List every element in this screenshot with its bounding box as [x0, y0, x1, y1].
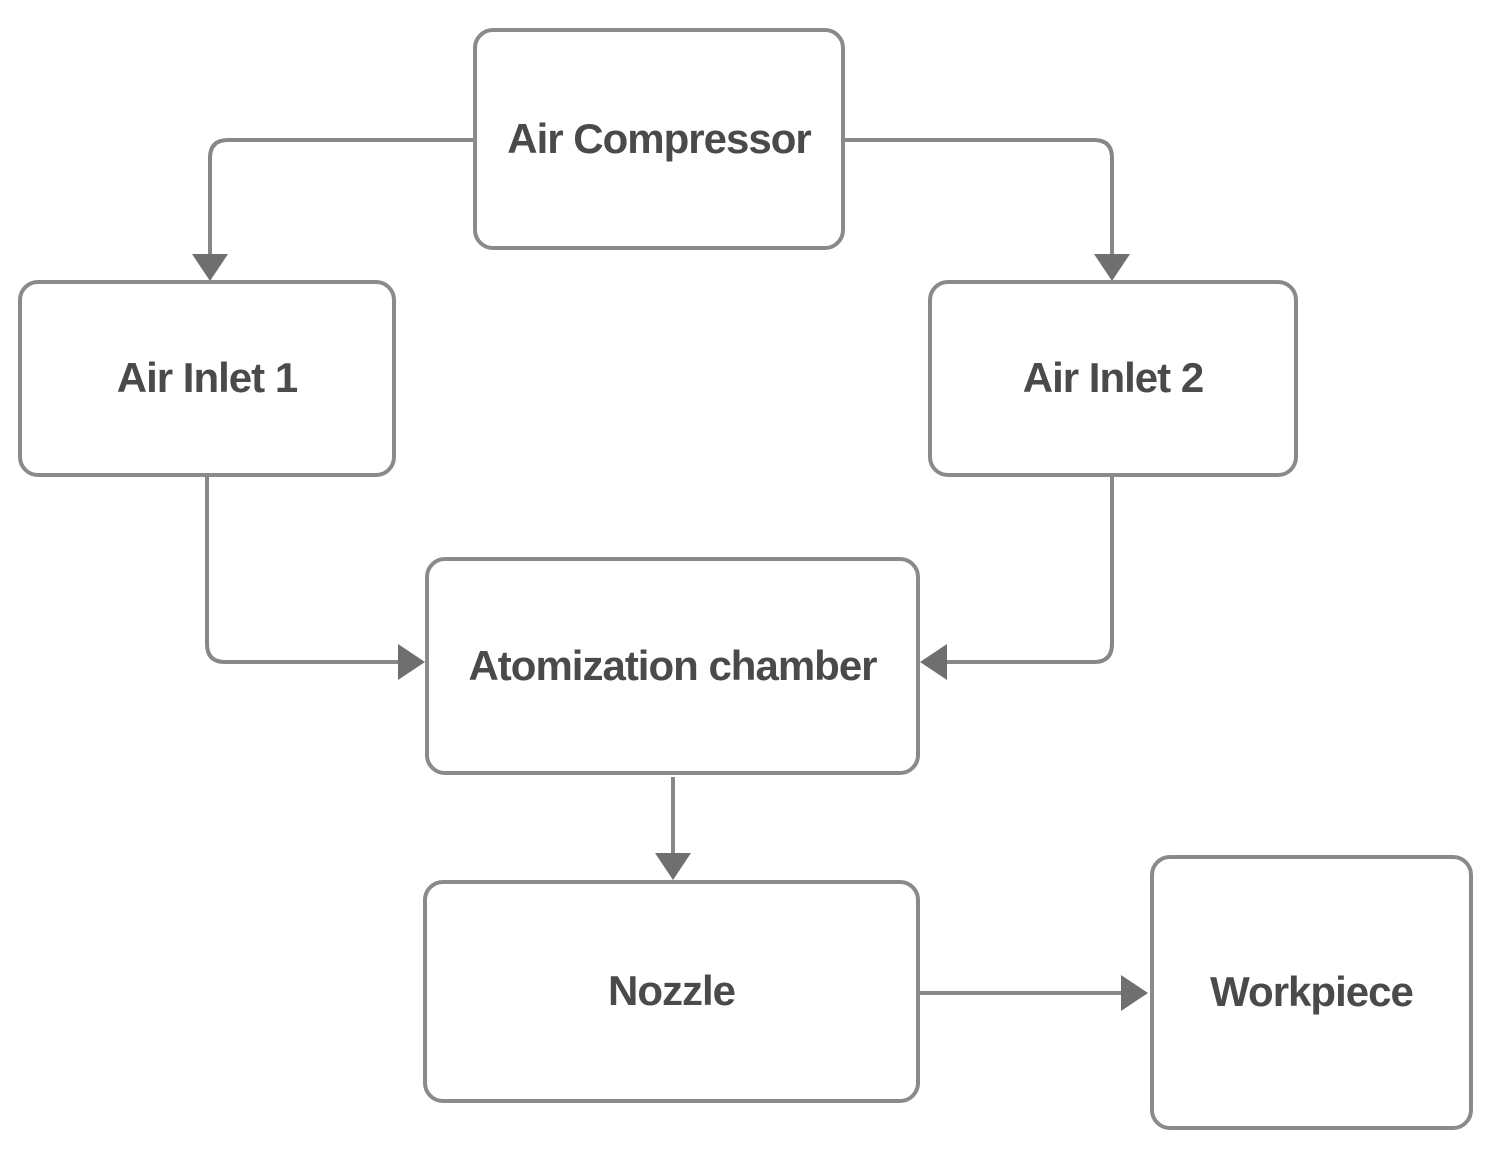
node-label: Nozzle [607, 967, 736, 1015]
node-nozzle: Nozzle [423, 880, 920, 1103]
arrowhead-down-icon [192, 254, 228, 281]
node-label: Workpiece [1210, 968, 1414, 1016]
node-label: Air Inlet 1 [116, 354, 298, 402]
node-air-inlet-1: Air Inlet 1 [18, 280, 396, 477]
node-label: Air Compressor [507, 114, 811, 162]
edge-line [208, 138, 473, 256]
edge-line [845, 138, 1114, 256]
edge-air-compressor-to-air-inlet-1 [192, 138, 473, 281]
node-air-compressor: Air Compressor [473, 28, 845, 250]
edge-line [205, 477, 400, 664]
edge-air-inlet-2-to-atomization-chamber [920, 477, 1114, 680]
edge-line [945, 477, 1114, 664]
arrowhead-right-icon [1121, 975, 1148, 1011]
node-air-inlet-2: Air Inlet 2 [928, 280, 1298, 477]
arrowhead-down-icon [1094, 254, 1130, 281]
arrowhead-left-icon [920, 644, 947, 680]
edge-nozzle-to-workpiece [920, 975, 1148, 1011]
node-label: Atomization chamber [468, 641, 877, 689]
edge-atomization-chamber-to-nozzle [655, 777, 691, 880]
node-workpiece: Workpiece [1150, 855, 1473, 1130]
node-atomization-chamber: Atomization chamber [425, 557, 920, 775]
arrowhead-down-icon [655, 853, 691, 880]
edge-air-compressor-to-air-inlet-2 [845, 138, 1130, 281]
arrowhead-right-icon [398, 644, 425, 680]
edge-air-inlet-1-to-atomization-chamber [205, 477, 425, 680]
node-label: Air Inlet 2 [1022, 354, 1204, 402]
